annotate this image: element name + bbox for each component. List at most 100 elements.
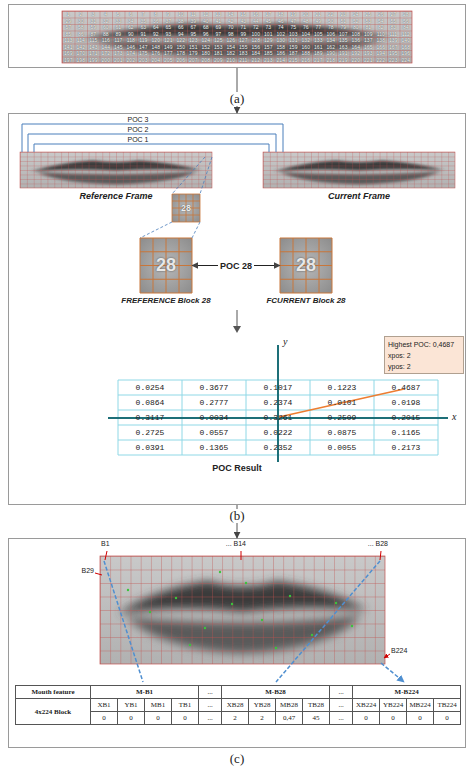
poc-value: 0.0875 bbox=[310, 425, 374, 440]
table-cell: 2 bbox=[222, 712, 249, 725]
cell-number: 145 bbox=[112, 44, 125, 51]
cell-number: 1 bbox=[62, 11, 75, 18]
cell-number: 178 bbox=[175, 50, 188, 57]
cell-number: 24 bbox=[350, 11, 363, 18]
cell-number: 75 bbox=[287, 24, 300, 31]
table-cell: YB28 bbox=[249, 699, 276, 712]
block-number: 28 bbox=[280, 238, 332, 293]
cell-number: 28 bbox=[400, 11, 413, 18]
cell-number: 82 bbox=[375, 24, 388, 31]
table-cell: 0 bbox=[118, 712, 145, 725]
cell-number: 32 bbox=[100, 18, 113, 25]
cell-number: 5 bbox=[112, 11, 125, 18]
cell-number: 51 bbox=[337, 18, 350, 25]
cell-number: 190 bbox=[325, 50, 338, 57]
cell-number: 140 bbox=[400, 37, 413, 44]
cell-number: 177 bbox=[162, 50, 175, 57]
cell-number: 142 bbox=[75, 44, 88, 51]
cell-number: 63 bbox=[137, 24, 150, 31]
feature-table: Mouth featureM-B1...M-B28...M-B2244x224 … bbox=[15, 685, 461, 725]
cell-number: 211 bbox=[237, 57, 250, 64]
cell-number: 135 bbox=[337, 37, 350, 44]
cell-number: 16 bbox=[250, 11, 263, 18]
cell-number: 90 bbox=[125, 31, 138, 38]
block-grid bbox=[62, 11, 412, 63]
cell-number: 48 bbox=[300, 18, 313, 25]
node-label: Reference Frame bbox=[79, 191, 152, 201]
cell-number: 89 bbox=[112, 31, 125, 38]
cell-number: 21 bbox=[312, 11, 325, 18]
cell-number: 30 bbox=[75, 18, 88, 25]
cell-number: 65 bbox=[162, 24, 175, 31]
block-image bbox=[140, 238, 192, 293]
cell-number: 186 bbox=[275, 50, 288, 57]
cell-number: 202 bbox=[125, 57, 138, 64]
table-cell: Mouth feature bbox=[16, 686, 91, 699]
cell-number: 153 bbox=[212, 44, 225, 51]
cell-number: 223 bbox=[387, 57, 400, 64]
cell-number: 132 bbox=[300, 37, 313, 44]
cell-number: 50 bbox=[325, 18, 338, 25]
poc-value: 0.1365 bbox=[182, 440, 246, 455]
poc-value: 0.0198 bbox=[374, 395, 438, 410]
cell-number: 206 bbox=[175, 57, 188, 64]
cell-number: 110 bbox=[375, 31, 388, 38]
cell-number: 11 bbox=[187, 11, 200, 18]
cell-number: 87 bbox=[87, 31, 100, 38]
cell-number: 123 bbox=[187, 37, 200, 44]
cell-number: 204 bbox=[150, 57, 163, 64]
connector bbox=[28, 134, 276, 152]
cell-number: 150 bbox=[175, 44, 188, 51]
cell-number: 93 bbox=[162, 31, 175, 38]
cell-number: 187 bbox=[287, 50, 300, 57]
table-cell: 0 bbox=[353, 712, 380, 725]
cell-number: 104 bbox=[300, 31, 313, 38]
cell-number: 157 bbox=[262, 44, 275, 51]
cell-number: 128 bbox=[250, 37, 263, 44]
zoom-block bbox=[172, 194, 200, 222]
cell-number: 161 bbox=[312, 44, 325, 51]
cell-number: 55 bbox=[387, 18, 400, 25]
block-label: B29 bbox=[58, 567, 94, 574]
cell-number: 121 bbox=[162, 37, 175, 44]
table-cell: 45 bbox=[303, 712, 330, 725]
block-grid bbox=[263, 152, 455, 188]
table-cell: XB224 bbox=[353, 699, 380, 712]
cell-number: 113 bbox=[62, 37, 75, 44]
compared-blocks bbox=[140, 238, 332, 293]
cell-number: 197 bbox=[62, 57, 75, 64]
table-cell: 0 bbox=[434, 712, 461, 725]
cell-number: 73 bbox=[262, 24, 275, 31]
cell-number: 188 bbox=[300, 50, 313, 57]
poc-value: 0.1165 bbox=[374, 425, 438, 440]
cell-number: 149 bbox=[162, 44, 175, 51]
cell-number: 192 bbox=[350, 50, 363, 57]
cell-number: 156 bbox=[250, 44, 263, 51]
cell-number: 212 bbox=[250, 57, 263, 64]
cell-number: 144 bbox=[100, 44, 113, 51]
cell-number: 72 bbox=[250, 24, 263, 31]
poc-value: 0.0557 bbox=[182, 425, 246, 440]
block-grid bbox=[100, 556, 385, 664]
cell-number: 171 bbox=[87, 50, 100, 57]
cell-number: 94 bbox=[175, 31, 188, 38]
arrow-shaft bbox=[237, 310, 238, 327]
cell-number: 83 bbox=[387, 24, 400, 31]
cell-number: 47 bbox=[287, 18, 300, 25]
cell-number: 10 bbox=[175, 11, 188, 18]
cell-number: 2 bbox=[75, 11, 88, 18]
cell-number: 185 bbox=[262, 50, 275, 57]
cell-number: 195 bbox=[387, 50, 400, 57]
cell-number: 120 bbox=[150, 37, 163, 44]
cell-number: 61 bbox=[112, 24, 125, 31]
poc-value: 0.2374 bbox=[246, 395, 310, 410]
block-image bbox=[280, 238, 332, 293]
cell-number: 127 bbox=[237, 37, 250, 44]
table-cell: M-B1 bbox=[91, 686, 199, 699]
cell-number: 35 bbox=[137, 18, 150, 25]
poc-value: 0.3117 bbox=[118, 410, 182, 425]
cell-number: 222 bbox=[375, 57, 388, 64]
cell-number: 7 bbox=[137, 11, 150, 18]
cell-number: 181 bbox=[212, 50, 225, 57]
